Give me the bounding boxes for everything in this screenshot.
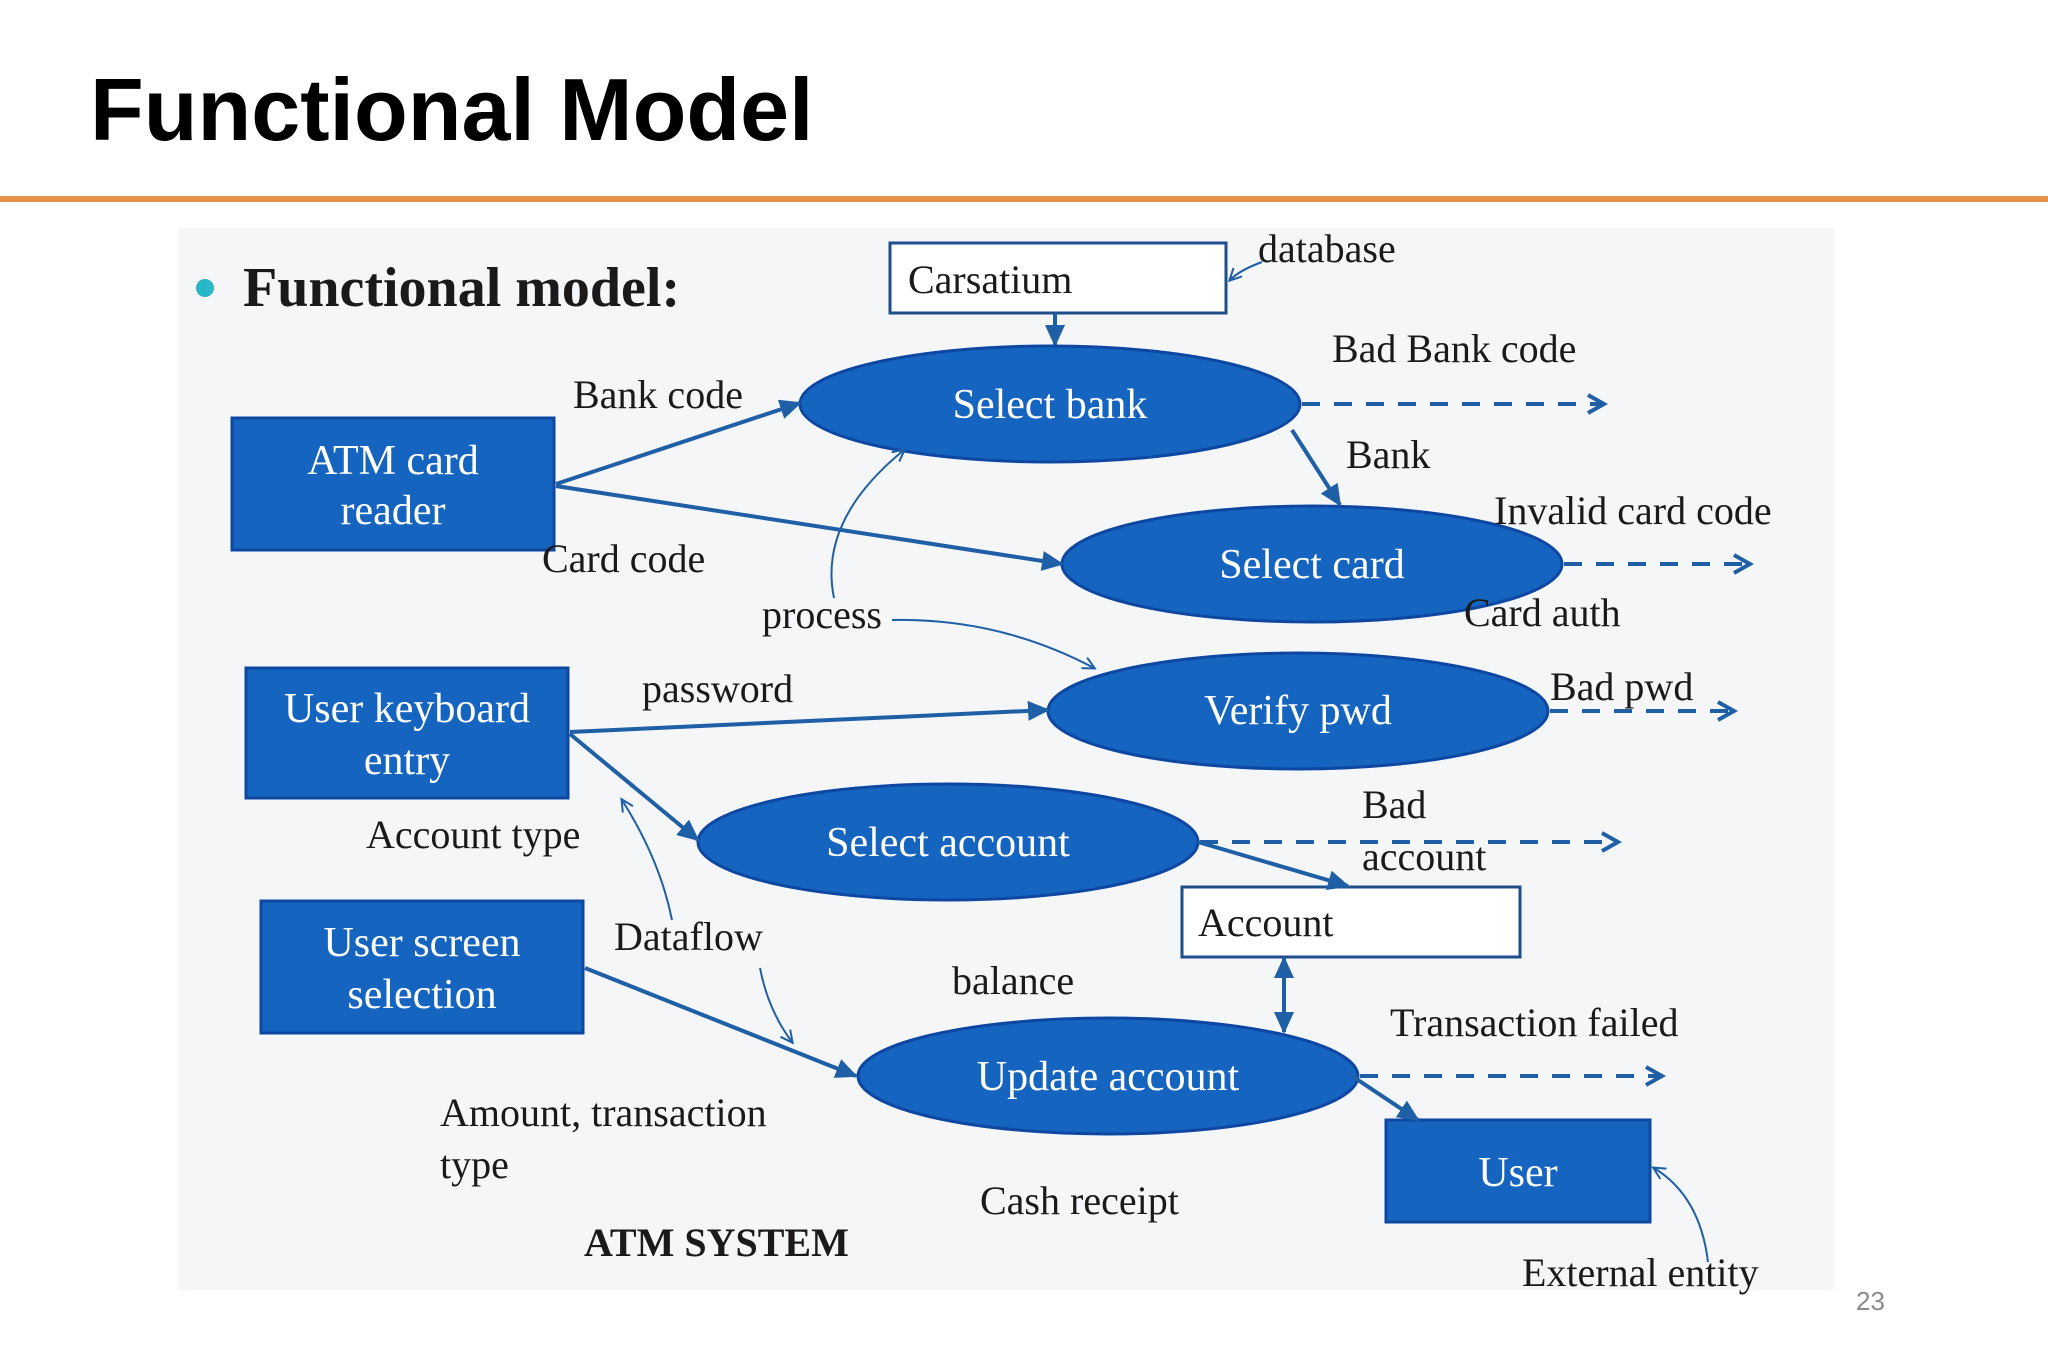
process-update-account-label: Update account [977, 1054, 1240, 1100]
annotation-database: database [1258, 226, 1396, 271]
flow-label-bad-account-line1: Bad [1362, 782, 1426, 827]
flow-label-balance: balance [952, 958, 1074, 1003]
process-pointer-to-verify-pwd [891, 618, 1094, 668]
flow-label-amount-line2: type [440, 1142, 509, 1187]
flow-label-transaction-failed: Transaction failed [1390, 1000, 1678, 1045]
annotation-external-entity: External entity [1522, 1250, 1759, 1295]
store-carsatium-box [888, 241, 1228, 315]
process-select-account-label: Select account [826, 820, 1070, 866]
store-account-box [1180, 885, 1522, 959]
flow-label-card-code: Card code [542, 536, 705, 581]
entity-user [1384, 1118, 1652, 1224]
annotation-process: process [762, 592, 882, 637]
dataflow-pointer-down [759, 967, 792, 1042]
flow-label-cash-receipt: Cash receipt [980, 1178, 1179, 1223]
flow-label-bank: Bank [1346, 432, 1430, 477]
flow-label-bad-bank-code: Bad Bank code [1332, 326, 1576, 371]
entity-atm-card-reader [230, 416, 556, 552]
entity-atm-card-reader-line1: ATM card [307, 438, 478, 484]
process-select-bank-label: Select bank [953, 382, 1148, 428]
flow-password-arrow [569, 700, 1050, 734]
process-pointer-to-select-bank [830, 450, 904, 599]
flow-label-bad-account-line2: account [1362, 834, 1486, 879]
dataflow-pointer-up [622, 800, 673, 921]
flow-bank-code-arrow [555, 399, 802, 486]
process-select-card-label: Select card [1219, 542, 1404, 588]
flow-label-amount-line1: Amount, transaction [440, 1090, 767, 1135]
flow-account-type-arrow [568, 732, 700, 842]
external-entity-pointer [1654, 1168, 1709, 1263]
flow-label-invalid-card-code: Invalid card code [1494, 488, 1772, 533]
flow-label-account-type: Account type [366, 812, 580, 857]
entity-user-keyboard-entry-line1: User keyboard [284, 686, 530, 732]
store-carsatium-label: Carsatium [908, 257, 1072, 302]
process-verify-pwd-label: Verify pwd [1204, 688, 1392, 734]
flow-label-card-auth: Card auth [1464, 590, 1621, 635]
entity-user-screen-selection-line2: selection [347, 972, 496, 1018]
flow-cash-receipt-arrow [1350, 1074, 1420, 1122]
diagram-caption: ATM SYSTEM [584, 1220, 849, 1265]
entity-user-screen-selection [259, 899, 585, 1035]
flow-label-password: password [642, 666, 793, 711]
entity-user-keyboard-entry [244, 666, 570, 800]
flow-select-account-to-account [1197, 840, 1350, 890]
entity-user-keyboard-entry-line2: entry [364, 738, 450, 784]
entity-user-screen-selection-line1: User screen [323, 920, 520, 966]
flow-amount-arrow [584, 966, 858, 1078]
flow-card-code-arrow [555, 484, 1064, 571]
flow-label-bank-code: Bank code [573, 372, 743, 417]
page-title: Functional Model [90, 60, 814, 159]
flow-bank-arrow [1290, 428, 1342, 507]
process-update-account [856, 1016, 1360, 1136]
entity-atm-card-reader-line2: reader [341, 488, 446, 534]
page-number: 23 [1856, 1286, 1885, 1316]
database-pointer [1230, 261, 1263, 280]
title-divider [0, 196, 2048, 202]
bullet-icon [196, 279, 214, 297]
entity-user-label: User [1478, 1150, 1557, 1196]
annotation-dataflow: Dataflow [614, 914, 763, 959]
store-account-label: Account [1198, 900, 1334, 945]
flow-label-bad-pwd: Bad pwd [1550, 664, 1693, 709]
diagram-heading: Functional model: [243, 257, 680, 319]
